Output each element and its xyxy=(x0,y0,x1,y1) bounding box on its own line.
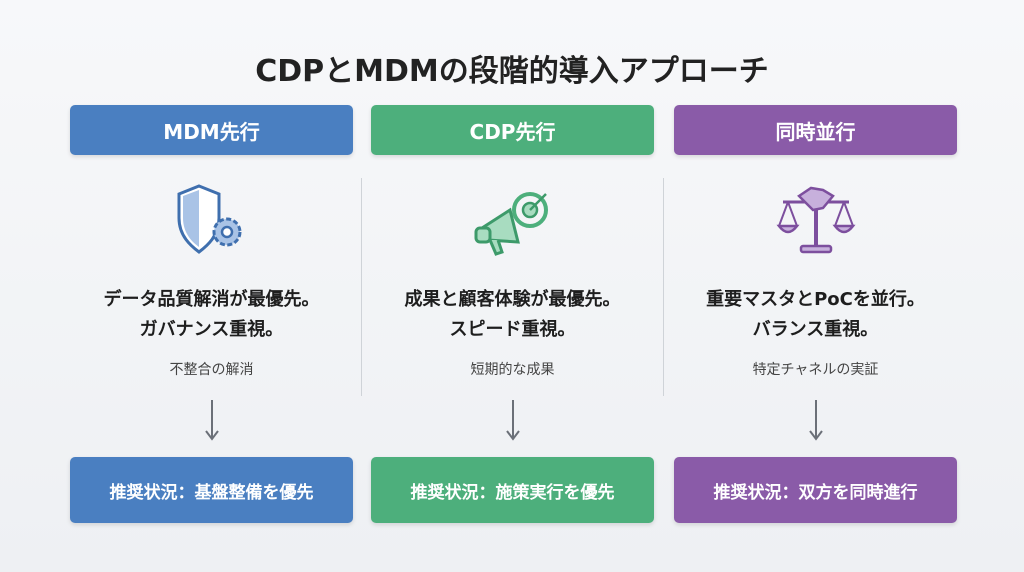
arrow-down-icon xyxy=(371,395,654,445)
scale-handshake-icon xyxy=(674,155,957,285)
column-header: 同時並行 xyxy=(674,105,957,155)
divider xyxy=(361,178,362,396)
description-line: スピード重視。 xyxy=(449,319,576,340)
column-cdp-first: CDP先行 成果と顧客体験が最優先。スピード重視。 短期的な成果 推奨状況：施策… xyxy=(371,105,654,523)
description-line: バランス重視。 xyxy=(752,319,879,340)
recommendation-box: 推奨状況：双方を同時進行 xyxy=(674,457,957,523)
sub-label: 短期的な成果 xyxy=(470,362,555,378)
megaphone-target-icon xyxy=(371,155,654,285)
sub-label: 不整合の解消 xyxy=(169,362,254,378)
recommendation-box: 推奨状況：施策実行を優先 xyxy=(371,457,654,523)
column-mdm-first: MDM先行 データ品質解消が最優先。ガバナンス重視。 不整合の解消 推奨状況：基… xyxy=(70,105,353,523)
description-line: ガバナンス重視。 xyxy=(139,319,284,340)
arrow-down-icon xyxy=(70,395,353,445)
description-line: データ品質解消が最優先。 xyxy=(103,289,320,310)
recommendation-box: 推奨状況：基盤整備を優先 xyxy=(70,457,353,523)
column-header: CDP先行 xyxy=(371,105,654,155)
arrow-down-icon xyxy=(674,395,957,445)
column-header: MDM先行 xyxy=(70,105,353,155)
description-line: 成果と顧客体験が最優先。 xyxy=(404,289,621,310)
divider xyxy=(663,178,664,396)
description-line: 重要マスタとPoCを並行。 xyxy=(706,289,925,310)
page-title: CDPとMDMの段階的導入アプローチ xyxy=(255,54,769,89)
sub-label: 特定チャネルの実証 xyxy=(752,362,879,378)
shield-gear-icon xyxy=(70,155,353,285)
column-parallel: 同時並行 重要マスタとPoCを並行。バランス重視。 特定チャネルの実証 推奨状況… xyxy=(674,105,957,523)
